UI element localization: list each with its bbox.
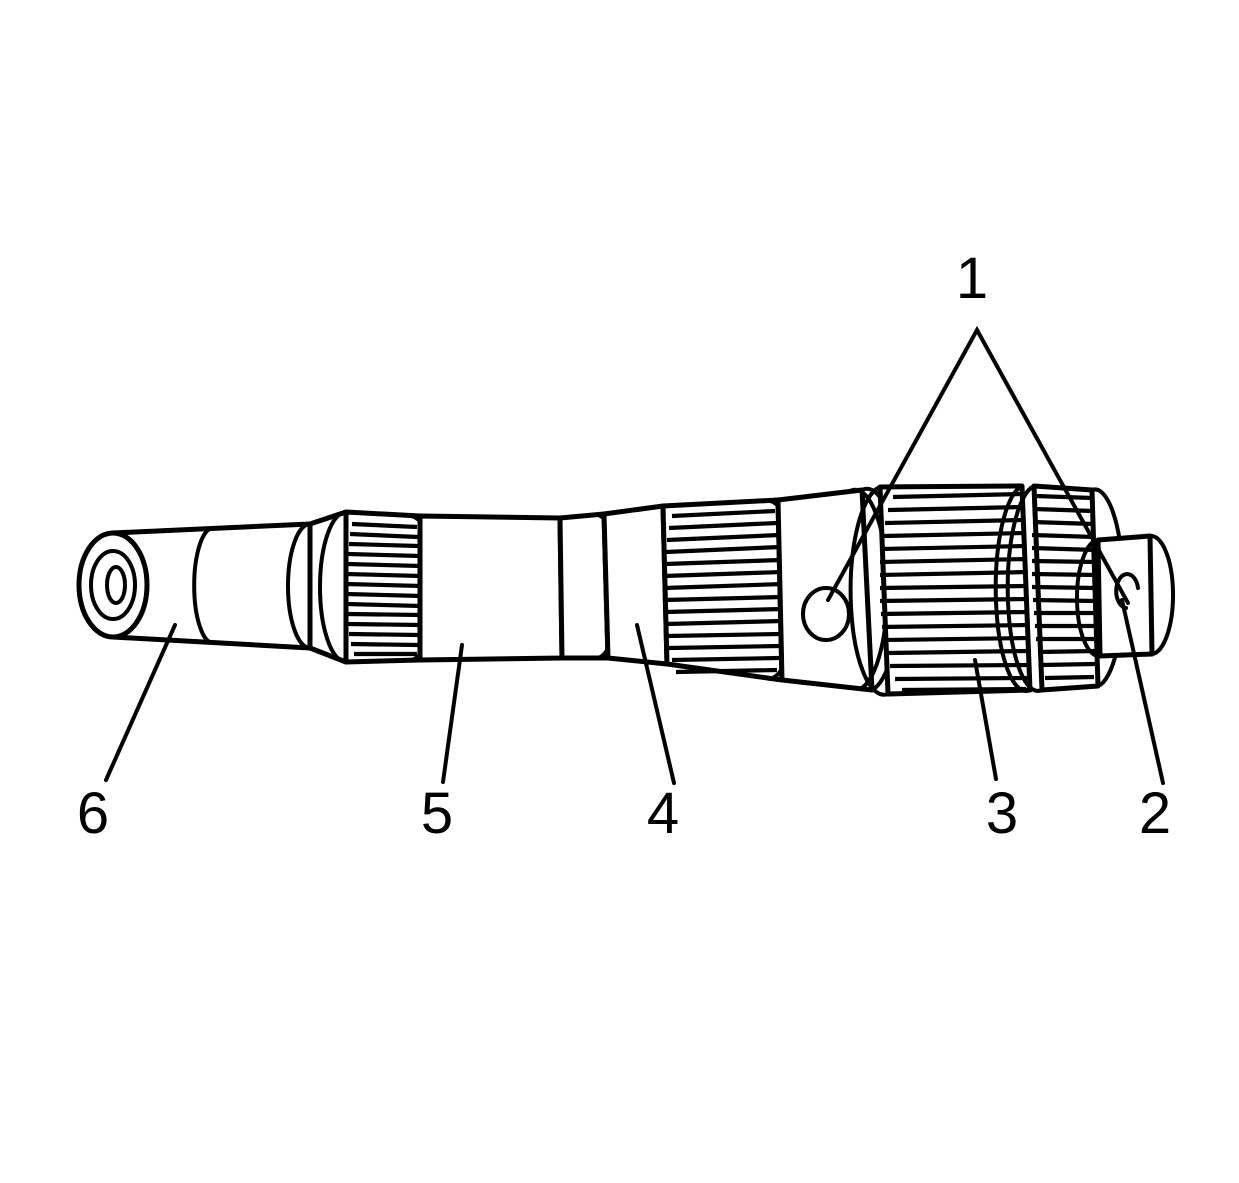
part-label-2: 2: [1139, 781, 1171, 846]
leader-line-6: [104, 623, 177, 782]
leader-line-5: [441, 643, 464, 784]
part-label-6: 6: [77, 781, 109, 846]
shaft-assembly: [76, 483, 1176, 697]
leader-line-4: [635, 623, 676, 785]
leader-line-1: [826, 325, 1130, 605]
part-label-3: 3: [986, 781, 1018, 846]
mid-spline-teeth: [663, 508, 784, 675]
rear-spline-teeth-a: [879, 491, 1030, 693]
part-label-1: 1: [956, 246, 988, 311]
part-label-4: 4: [647, 781, 679, 846]
part-number-labels: 1 2 3 4 5 6: [77, 246, 1171, 846]
shaft-left-end: [76, 521, 313, 651]
oil-hole-right-icon: [1114, 572, 1140, 610]
oil-hole-left-icon: [801, 586, 851, 642]
leader-line-3: [973, 658, 998, 781]
leader-line-2: [1120, 598, 1165, 785]
front-spline-teeth: [345, 521, 423, 657]
part-label-5: 5: [421, 781, 453, 846]
leader-lines: [104, 325, 1165, 785]
